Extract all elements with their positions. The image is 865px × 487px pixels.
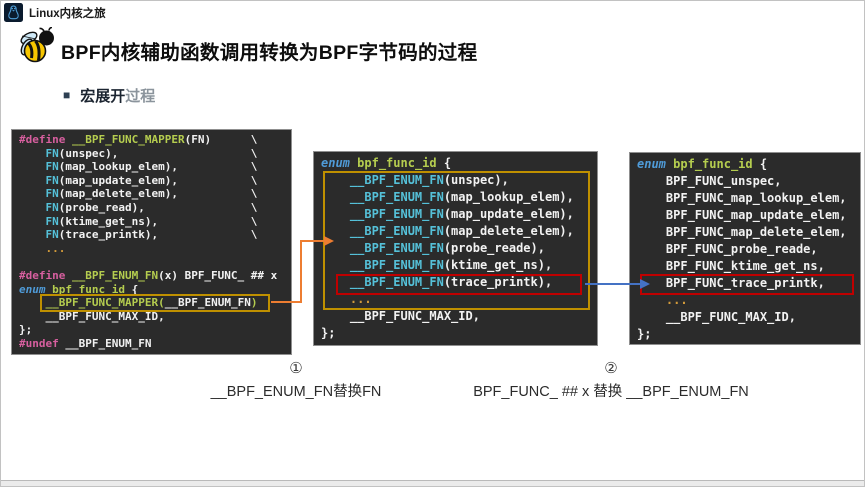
code-line: __BPF_FUNC_MAX_ID,: [321, 309, 480, 323]
code-line: __BPF_ENUM_FN(unspec),: [349, 173, 509, 187]
step1-label: __BPF_ENUM_FN替换FN: [210, 384, 382, 400]
code-line: enum bpf_func_id {: [637, 157, 768, 171]
section-title-light: 过程: [125, 88, 156, 105]
code-line: enum bpf_func_id {: [321, 156, 452, 170]
code-line: enum bpf_func_id {: [19, 282, 139, 296]
step1-number: ①: [289, 359, 303, 377]
code-line: FN(probe_read), \: [45, 200, 258, 214]
code-line: BPF_FUNC_trace_printk,: [637, 276, 825, 290]
bee-icon: [20, 27, 54, 63]
code-line: ...: [349, 292, 372, 306]
code-line: BPF_FUNC_map_delete_elem,: [637, 225, 847, 239]
code-line: BPF_FUNC_map_lookup_elem,: [637, 191, 847, 205]
code-line: __BPF_ENUM_FN(trace_printk),: [349, 275, 553, 289]
brand-label: Linux内核之旅: [29, 8, 106, 20]
page-title: BPF内核辅助函数调用转换为BPF字节码的过程: [61, 42, 478, 64]
section-title-strong: 宏展开: [80, 88, 126, 105]
code-panel-enum-fn-expansion: enum bpf_func_id { __BPF_ENUM_FN(unspec)…: [313, 151, 598, 346]
code-line: BPF_FUNC_probe_reade,: [637, 242, 818, 256]
code-line: __BPF_ENUM_FN(map_delete_elem),: [349, 224, 574, 238]
code-line: __BPF_ENUM_FN(ktime_get_ns),: [349, 258, 553, 272]
code-line: BPF_FUNC_ktime_get_ns,: [637, 259, 825, 273]
code-line: FN(map_delete_elem), \: [45, 187, 258, 201]
code-line: __BPF_ENUM_FN(map_lookup_elem),: [349, 190, 574, 204]
step1-caption: ① __BPF_ENUM_FN替换FN: [176, 359, 416, 401]
code-line: #define __BPF_FUNC_MAPPER(FN) \: [19, 133, 258, 146]
code-line: FN(map_update_elem), \: [45, 173, 258, 187]
bottom-frame-strip: [1, 480, 864, 486]
code-line: __BPF_ENUM_FN(map_update_elem),: [349, 207, 574, 221]
step2-caption: ② BPF_FUNC_ ## x 替换 __BPF_ENUM_FN: [431, 359, 791, 401]
step2-label: BPF_FUNC_ ## x 替换 __BPF_ENUM_FN: [473, 384, 749, 400]
code-line: __BPF_FUNC_MAPPER(__BPF_ENUM_FN): [45, 296, 258, 310]
section-heading: ■ 宏展开过程: [63, 85, 155, 106]
square-bullet-icon: ■: [63, 88, 71, 102]
code-line: FN(unspec), \: [45, 146, 258, 160]
code-line: FN(map_lookup_elem), \: [45, 160, 258, 174]
code-line: ...: [45, 241, 66, 255]
code-line: BPF_FUNC_map_update_elem,: [637, 208, 847, 222]
code-line: [19, 255, 291, 269]
code-panel-final-enum: enum bpf_func_id { BPF_FUNC_unspec, BPF_…: [629, 152, 861, 345]
code-line: };: [19, 323, 33, 337]
code-line: FN(ktime_get_ns), \: [45, 214, 258, 228]
code-panel-func-mapper-macro: #define __BPF_FUNC_MAPPER(FN) \ FN(unspe…: [11, 129, 292, 355]
code-line: FN(trace_printk), \: [45, 228, 258, 242]
code-line: __BPF_ENUM_FN(probe_reade),: [349, 241, 545, 255]
code-line: __BPF_FUNC_MAX_ID,: [19, 309, 165, 323]
code-line: BPF_FUNC_unspec,: [637, 174, 782, 188]
tux-linux-icon: [4, 3, 23, 22]
code-line: #undef __BPF_ENUM_FN: [19, 336, 152, 350]
code-line: #define __BPF_ENUM_FN(x) BPF_FUNC_ ## x: [19, 268, 278, 282]
code-line: };: [321, 326, 336, 340]
code-line: ...: [665, 293, 688, 307]
code-line: __BPF_FUNC_MAX_ID,: [637, 310, 796, 324]
code-line: };: [637, 327, 652, 341]
step2-number: ②: [604, 359, 618, 377]
